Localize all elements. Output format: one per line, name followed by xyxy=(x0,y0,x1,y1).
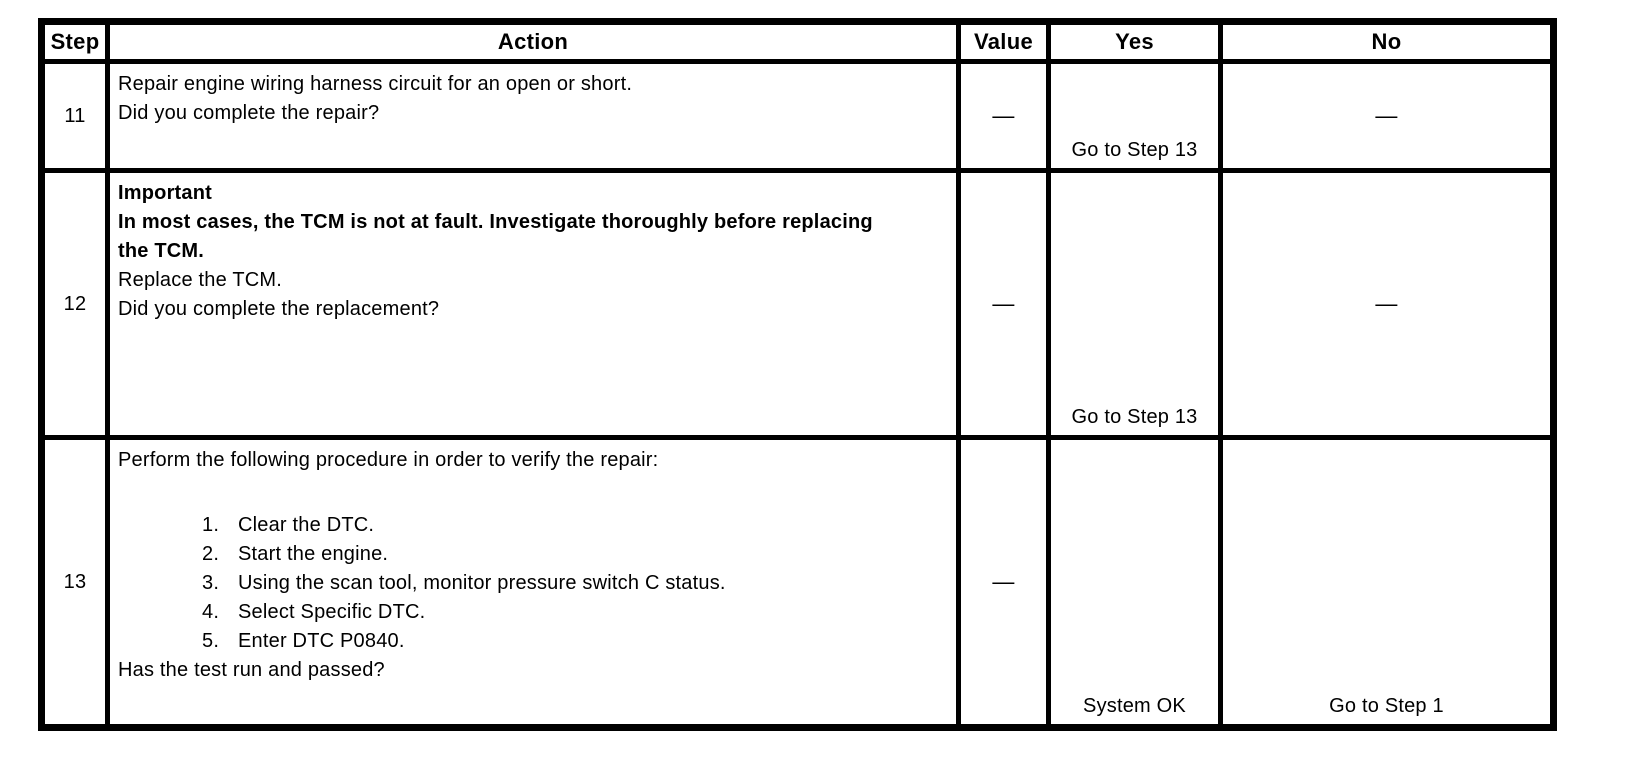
list-item: 4. Select Specific DTC. xyxy=(118,598,948,627)
list-item-number: 5. xyxy=(202,630,220,652)
step-number: 11 xyxy=(39,59,110,173)
important-label: Important xyxy=(118,182,213,204)
list-item-number: 4. xyxy=(202,601,220,623)
action-cell: Perform the following procedure in order… xyxy=(105,435,961,730)
list-item-text: Using the scan tool, monitor pressure sw… xyxy=(238,572,726,594)
header-row: Step Action Value Yes No xyxy=(39,19,1556,64)
dash-value: — xyxy=(992,102,1015,128)
value-cell: — xyxy=(956,168,1051,440)
yes-cell: System OK xyxy=(1046,435,1223,730)
table-row-step-12: 12 Important In most cases, the TCM is n… xyxy=(39,168,1556,440)
col-header-value: Value xyxy=(956,19,1051,64)
list-item-text: Start the engine. xyxy=(238,543,389,565)
list-item: 5. Enter DTC P0840. xyxy=(118,627,948,656)
list-item-number: 1. xyxy=(202,514,220,536)
no-cell: — xyxy=(1218,59,1556,173)
col-header-yes: Yes xyxy=(1046,19,1223,64)
dash-value: — xyxy=(992,568,1015,594)
step-number: 13 xyxy=(39,435,110,730)
action-question: Has the test run and passed? xyxy=(118,659,385,681)
value-cell: — xyxy=(956,435,1051,730)
action-question: Did you complete the replacement? xyxy=(118,298,440,320)
action-question: Did you complete the repair? xyxy=(118,102,380,124)
verify-intro: Perform the following procedure in order… xyxy=(118,449,659,471)
action-cell: Repair engine wiring harness circuit for… xyxy=(105,59,961,173)
yes-cell: Go to Step 13 xyxy=(1046,59,1223,173)
dash-no: — xyxy=(1375,290,1398,316)
table-row-step-13: 13 Perform the following procedure in or… xyxy=(39,435,1556,730)
list-item-number: 2. xyxy=(202,543,220,565)
action-cell: Important In most cases, the TCM is not … xyxy=(105,168,961,440)
list-item: 1. Clear the DTC. xyxy=(118,511,948,540)
value-cell: — xyxy=(956,59,1051,173)
col-header-action: Action xyxy=(105,19,961,64)
list-item: 2. Start the engine. xyxy=(118,540,948,569)
diagnostic-table: Step Action Value Yes No 11 Repair engin… xyxy=(38,18,1557,731)
action-text: Replace the TCM. xyxy=(118,269,283,291)
step-number: 12 xyxy=(39,168,110,440)
col-header-step: Step xyxy=(39,19,110,64)
table-row-step-11: 11 Repair engine wiring harness circuit … xyxy=(39,59,1556,173)
action-text: Repair engine wiring harness circuit for… xyxy=(118,73,633,95)
list-item-number: 3. xyxy=(202,572,220,594)
list-item-text: Enter DTC P0840. xyxy=(238,630,405,652)
list-item-text: Select Specific DTC. xyxy=(238,601,426,623)
dash-value: — xyxy=(992,290,1015,316)
list-item-text: Clear the DTC. xyxy=(238,514,375,536)
important-note: In most cases, the TCM is not at fault. … xyxy=(118,211,873,262)
no-cell: Go to Step 1 xyxy=(1218,435,1556,730)
dash-no: — xyxy=(1375,102,1398,128)
col-header-no: No xyxy=(1218,19,1556,64)
list-item: 3. Using the scan tool, monitor pressure… xyxy=(118,569,948,598)
no-cell: — xyxy=(1218,168,1556,440)
yes-cell: Go to Step 13 xyxy=(1046,168,1223,440)
procedure-list: 1. Clear the DTC. 2. Start the engine. 3… xyxy=(118,511,948,656)
